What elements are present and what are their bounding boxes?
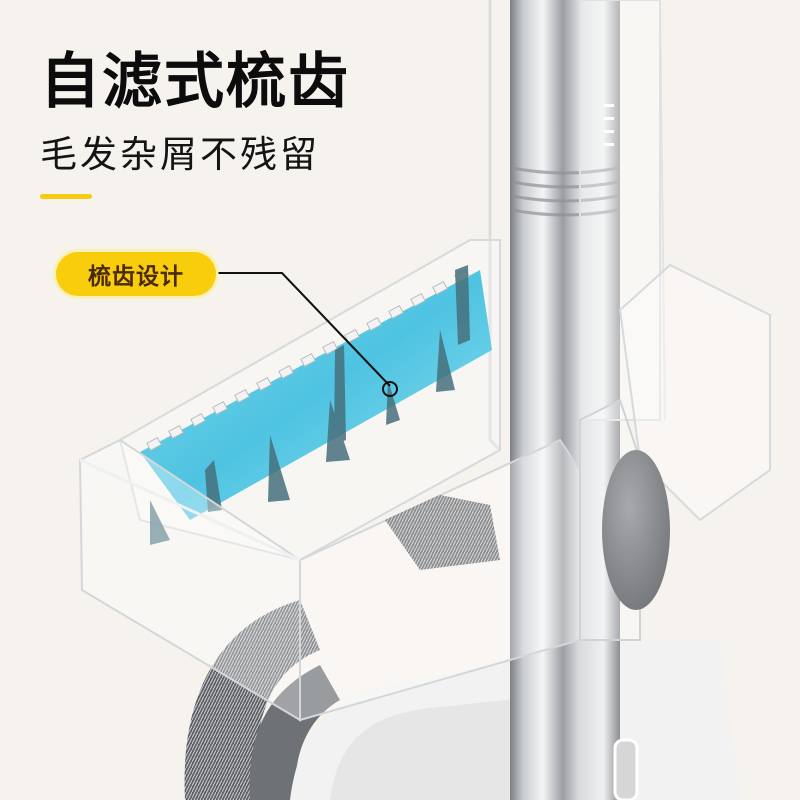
knob — [602, 450, 670, 610]
comb-teeth — [146, 268, 470, 452]
accent-divider — [40, 194, 92, 199]
page-title: 自滤式梳齿 — [40, 47, 350, 117]
cyan-comb-plate — [140, 270, 492, 520]
steel-pole — [510, 0, 620, 800]
mop-pad — [184, 600, 320, 800]
feature-callout-badge: 梳齿设计 — [56, 252, 216, 296]
callout-leader-line — [218, 272, 391, 387]
page-subtitle: 毛发杂屑不残留 — [40, 133, 320, 176]
callout-label: 梳齿设计 — [88, 264, 184, 290]
callout-target-dot — [382, 381, 398, 397]
